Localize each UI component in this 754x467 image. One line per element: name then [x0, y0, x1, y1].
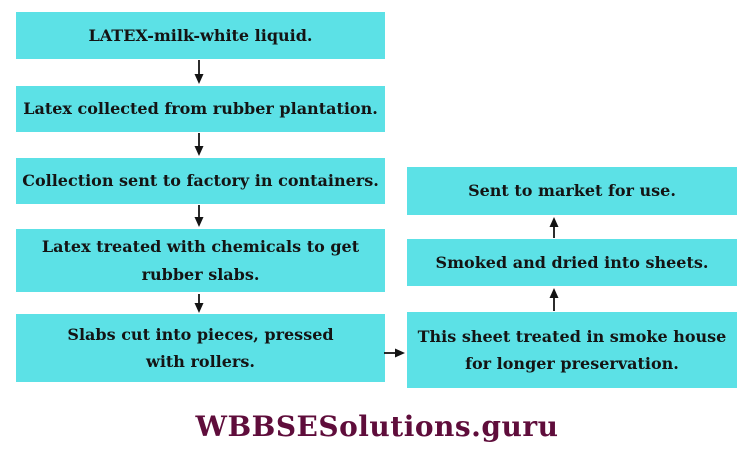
flow-step-label: Collection sent to factory in containers… — [22, 171, 379, 191]
flow-step-label: Sent to market for use. — [468, 181, 676, 201]
arrow-up-icon — [547, 217, 561, 238]
flow-step-label: This sheet treated in smoke house for lo… — [417, 326, 727, 373]
flow-step-latex-collected: Latex collected from rubber plantation. — [16, 86, 385, 132]
flow-step-label: Latex treated with chemicals to get rubb… — [41, 237, 360, 284]
flow-step-label: Smoked and dried into sheets. — [435, 252, 709, 272]
flow-step-label: Latex collected from rubber plantation. — [23, 99, 378, 119]
arrow-down-icon — [192, 205, 206, 227]
flow-step-smoked-dried: Smoked and dried into sheets. — [407, 239, 737, 286]
flow-step-label: Slabs cut into pieces, pressed with roll… — [67, 324, 334, 371]
arrow-up-icon — [547, 288, 561, 311]
flow-step-slabs-cut: Slabs cut into pieces, pressed with roll… — [16, 314, 385, 382]
arrow-down-icon — [192, 294, 206, 313]
flow-step-label: LATEX-milk-white liquid. — [88, 25, 313, 45]
arrow-right-icon — [384, 346, 405, 360]
watermark-site-name: WBBSESolutions.guru — [195, 410, 559, 443]
flow-step-smoke-house: This sheet treated in smoke house for lo… — [407, 312, 737, 388]
arrow-down-icon — [192, 133, 206, 156]
flow-step-latex-treated: Latex treated with chemicals to get rubb… — [16, 229, 385, 292]
arrow-down-icon — [192, 60, 206, 84]
flow-step-latex-liquid: LATEX-milk-white liquid. — [16, 12, 385, 59]
flow-step-sent-to-market: Sent to market for use. — [407, 167, 737, 215]
flow-step-collection-sent: Collection sent to factory in containers… — [16, 158, 385, 204]
